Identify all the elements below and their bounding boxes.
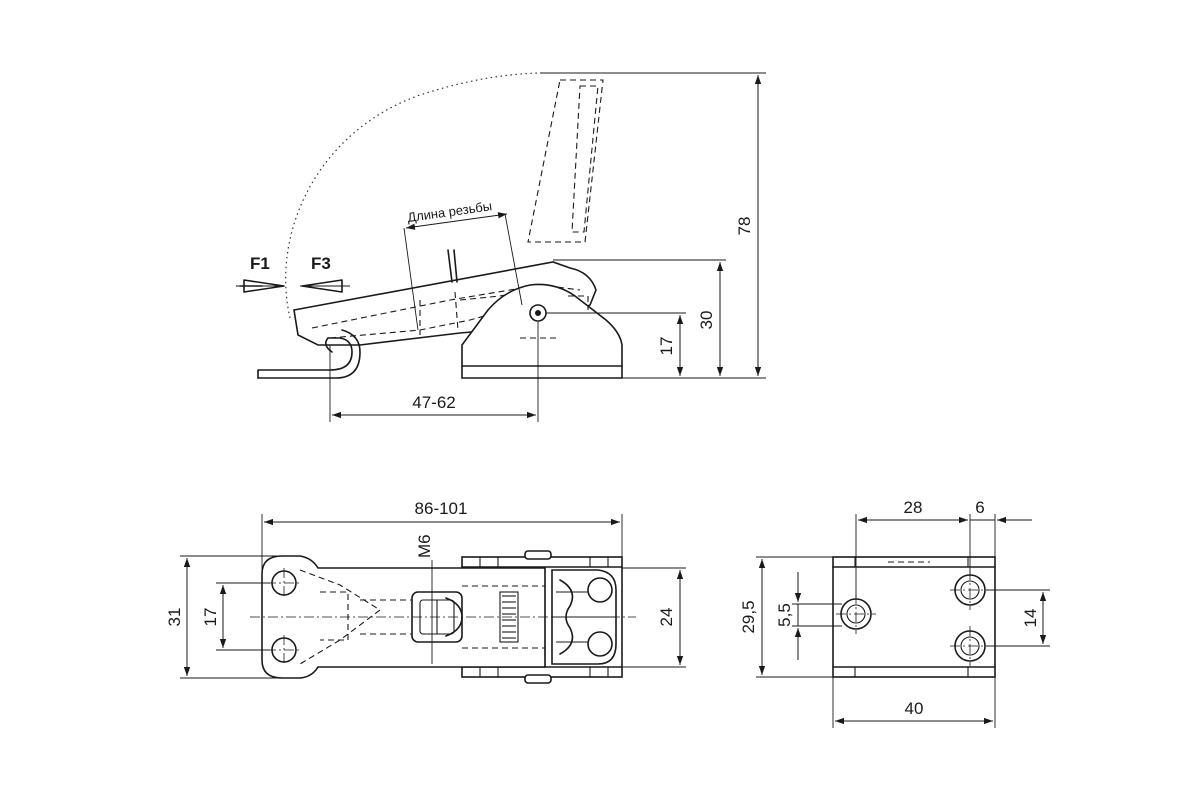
svg-text:29,5: 29,5 [739,600,758,633]
svg-text:31: 31 [165,608,184,627]
top-view: 86-101 M6 31 17 24 [165,499,686,684]
svg-text:30: 30 [697,311,716,330]
dim-length: 86-101 [261,499,623,570]
lever-open-outline [527,79,604,243]
svg-text:M6: M6 [415,534,434,558]
svg-text:5,5: 5,5 [775,603,794,627]
svg-text:47-62: 47-62 [412,393,455,412]
screw-pin [447,249,453,283]
dim-height-pivot: 17 [546,312,686,376]
svg-text:6: 6 [975,498,984,517]
svg-text:17: 17 [657,337,676,356]
dim-hole-edge: 6 [970,498,1032,557]
svg-text:86-101: 86-101 [415,499,468,518]
svg-text:28: 28 [904,498,923,517]
dim-base-height: 29,5 [739,556,833,678]
thread-length-label: Длина резьбы [406,198,493,225]
side-view: F1 F3 Длина резьбы 78 30 17 [236,72,766,422]
catch-plate [257,337,353,379]
dim-hole-offset: 28 [855,498,971,598]
dim-thread: M6 [415,534,434,664]
force-f3-label: F3 [311,254,331,273]
dim-height-lever: 30 [553,259,726,376]
svg-text:14: 14 [1021,609,1040,628]
svg-text:40: 40 [905,699,924,718]
dim-hole-pair: 14 [986,589,1050,647]
dim-base-width: 40 [832,677,996,728]
dim-base-width: 24 [622,567,686,668]
base-view: 28 6 29,5 5,5 [739,498,1050,728]
dim-height-total: 78 [540,72,766,379]
dim-width-total: 31 [165,555,282,679]
dim-reach: 47-62 [329,322,539,422]
svg-text:24: 24 [657,608,676,627]
svg-text:78: 78 [735,217,754,236]
force-f1-label: F1 [250,254,270,273]
dim-hole-spacing: 17 [201,582,270,651]
dim-hole-vertical: 5,5 [775,572,842,660]
base-bracket [461,283,623,379]
svg-text:17: 17 [201,608,220,627]
spring-coil [499,591,519,643]
lever-open-inner [571,85,599,233]
